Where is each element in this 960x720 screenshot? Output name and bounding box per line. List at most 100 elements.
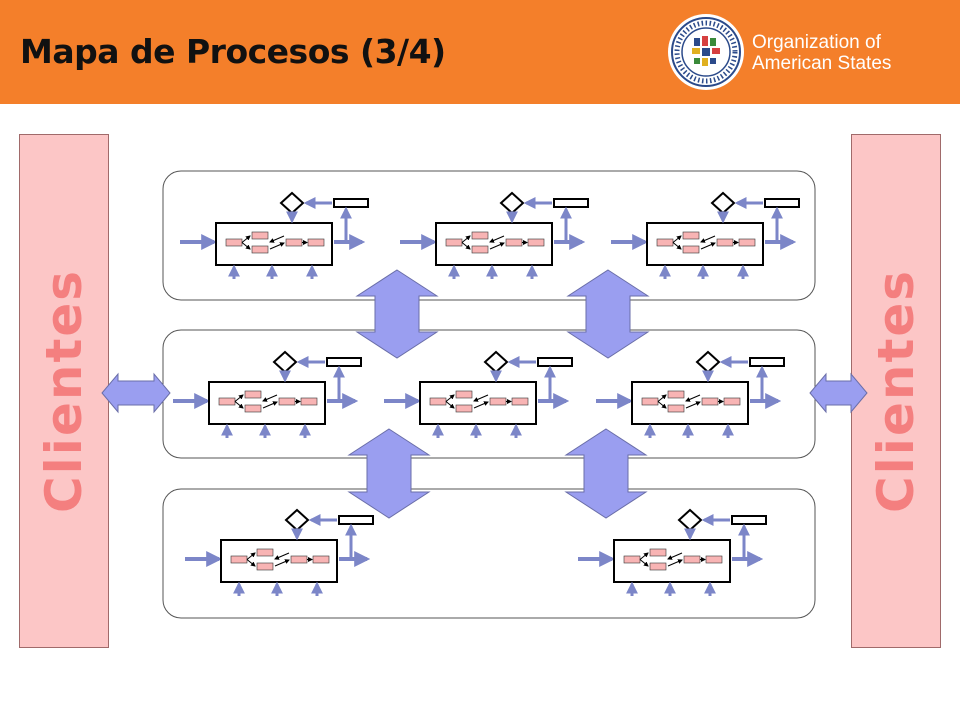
indicator-box <box>764 198 800 208</box>
step-link <box>657 401 667 409</box>
step-link <box>473 401 489 409</box>
step-box <box>244 390 262 399</box>
step-box <box>641 397 659 406</box>
process-unit <box>185 508 374 596</box>
step-box <box>256 562 274 571</box>
indicator-box <box>731 515 767 525</box>
step-link <box>461 242 471 250</box>
step-link <box>489 235 505 243</box>
step-box <box>667 390 685 399</box>
step-link <box>274 559 290 567</box>
logo-text-line1: Organization of <box>752 32 881 53</box>
step-box <box>649 562 667 571</box>
step-link <box>461 235 471 243</box>
indicator-box <box>749 357 785 367</box>
step-box <box>429 397 447 406</box>
step-link <box>672 235 682 243</box>
step-box <box>471 231 489 240</box>
step-box <box>527 238 545 247</box>
step-box <box>455 404 473 413</box>
step-link <box>274 552 290 560</box>
step-link <box>667 559 683 567</box>
step-box <box>312 555 330 564</box>
oas-logo-text: Organization of American States <box>752 32 891 74</box>
logo-text-line2: American States <box>752 53 892 74</box>
indicator-box <box>326 357 362 367</box>
step-link <box>672 242 682 250</box>
step-link <box>685 394 701 402</box>
indicator-box <box>333 198 369 208</box>
step-link <box>241 235 251 243</box>
process-unit <box>611 191 800 279</box>
step-box <box>285 238 303 247</box>
step-link <box>657 394 667 402</box>
step-box <box>300 397 318 406</box>
step-box <box>682 245 700 254</box>
vertical-link-arrow <box>347 428 431 519</box>
step-link <box>234 401 244 409</box>
indicator-box <box>553 198 589 208</box>
step-box <box>445 238 463 247</box>
step-box <box>667 404 685 413</box>
page-title: Mapa de Procesos (3/4) <box>20 32 446 71</box>
step-box <box>511 397 529 406</box>
step-link <box>241 242 251 250</box>
step-link <box>445 401 455 409</box>
vertical-link-arrow <box>564 428 648 519</box>
step-link <box>269 242 285 250</box>
indicator-box <box>338 515 374 525</box>
vertical-link-arrow <box>566 269 650 359</box>
header-bar: Mapa de Procesos (3/4) Organization of A… <box>0 0 960 104</box>
oas-seal-logo <box>668 14 744 90</box>
step-box <box>290 555 308 564</box>
step-box <box>649 548 667 557</box>
vertical-link-arrow <box>355 269 439 359</box>
step-box <box>656 238 674 247</box>
clientes-panel-left: Clientes <box>19 134 109 648</box>
step-link <box>685 401 701 409</box>
client-link-arrow-right <box>809 372 868 414</box>
step-box <box>682 231 700 240</box>
step-box <box>489 397 507 406</box>
step-box <box>723 397 741 406</box>
step-link <box>700 235 716 243</box>
step-box <box>244 404 262 413</box>
process-unit <box>180 191 369 279</box>
process-unit <box>400 191 589 279</box>
step-link <box>489 242 505 250</box>
step-link <box>262 401 278 409</box>
step-box <box>256 548 274 557</box>
step-box <box>251 231 269 240</box>
step-box <box>705 555 723 564</box>
step-box <box>278 397 296 406</box>
step-link <box>639 559 649 567</box>
step-link <box>246 552 256 560</box>
process-unit <box>384 350 573 438</box>
step-box <box>230 555 248 564</box>
process-unit <box>173 350 362 438</box>
step-link <box>262 394 278 402</box>
step-link <box>639 552 649 560</box>
step-box <box>218 397 236 406</box>
step-link <box>269 235 285 243</box>
step-link <box>667 552 683 560</box>
step-box <box>505 238 523 247</box>
step-box <box>701 397 719 406</box>
step-box <box>225 238 243 247</box>
step-link <box>445 394 455 402</box>
step-link <box>234 394 244 402</box>
indicator-box <box>537 357 573 367</box>
step-box <box>471 245 489 254</box>
step-box <box>683 555 701 564</box>
step-box <box>738 238 756 247</box>
step-box <box>623 555 641 564</box>
step-link <box>246 559 256 567</box>
step-box <box>716 238 734 247</box>
step-box <box>455 390 473 399</box>
process-unit <box>578 508 767 596</box>
client-link-arrow-left <box>101 372 171 414</box>
process-unit <box>596 350 785 438</box>
step-box <box>307 238 325 247</box>
step-link <box>473 394 489 402</box>
